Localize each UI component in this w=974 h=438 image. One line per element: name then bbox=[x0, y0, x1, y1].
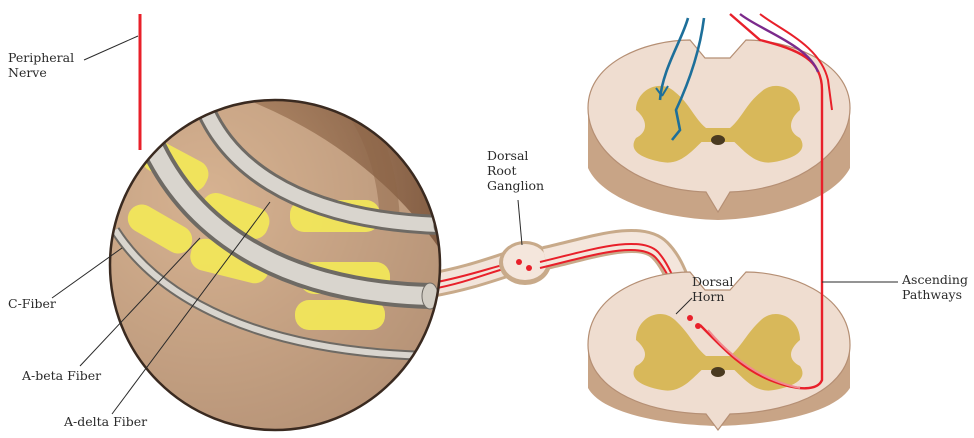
magnified-nerve-view bbox=[100, 80, 470, 434]
leader-dorsal-root-ganglion bbox=[518, 200, 522, 245]
label-a-delta-fiber: A-delta Fiber bbox=[64, 414, 147, 429]
label-dorsal-root-ganglion: Dorsal Root Ganglion bbox=[487, 148, 544, 193]
spinal-cord-upper bbox=[588, 40, 850, 220]
label-peripheral-nerve: Peripheral Nerve bbox=[8, 50, 74, 80]
leader-peripheral-nerve bbox=[84, 36, 138, 60]
label-ascending-pathways: Ascending Pathways bbox=[902, 272, 968, 302]
label-dorsal-horn: Dorsal Horn bbox=[692, 274, 733, 304]
label-c-fiber: C-Fiber bbox=[8, 296, 56, 311]
label-a-beta-fiber: A-beta Fiber bbox=[22, 368, 101, 383]
